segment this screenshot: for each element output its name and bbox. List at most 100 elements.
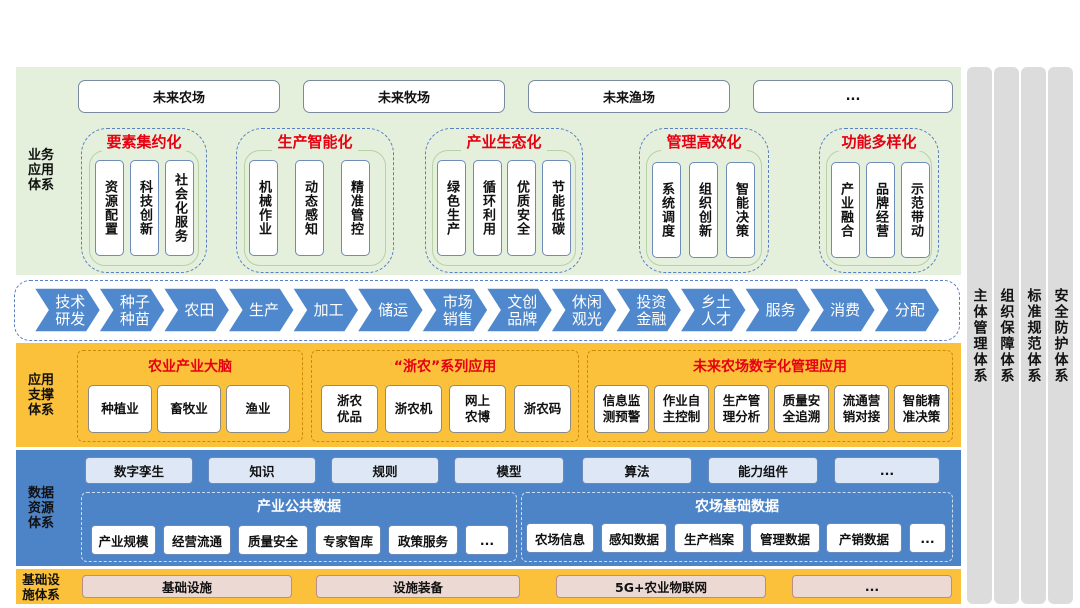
value-chain-step	[549, 287, 619, 333]
support-item: 渔业	[226, 385, 290, 433]
side-column-security: 安全防护体系	[1048, 67, 1073, 604]
data-public-item: 政策服务	[388, 525, 458, 555]
support-item: 浙农 优品	[321, 385, 378, 433]
support-layer-label: 应用 支撑 体系	[27, 372, 54, 418]
data-farm-item: 感知数据	[601, 523, 667, 553]
business-group-title: 生产智能化	[272, 131, 358, 151]
infra-layer-label: 基础设 施体系	[22, 572, 60, 602]
support-group-title: 农业产业大脑	[148, 359, 232, 375]
business-item: 精准管控	[341, 160, 370, 256]
data-farm-item: 管理数据	[750, 523, 820, 553]
support-item: 浙农机	[385, 385, 442, 433]
business-group-factor-intensive	[81, 128, 207, 273]
infra-item: 5G+农业物联网	[556, 575, 766, 598]
data-group-farm	[521, 492, 953, 562]
business-item: 循环利用	[473, 160, 502, 256]
data-top-item: 规则	[331, 457, 439, 484]
business-group-title: 管理高效化	[661, 131, 747, 151]
value-chain-label: 生产	[249, 301, 279, 319]
business-group-production-intelligent	[236, 128, 394, 273]
infra-item: 基础设施	[82, 575, 292, 598]
side-column-standards: 标准规范体系	[1021, 67, 1046, 604]
data-group-public	[81, 492, 517, 562]
value-chain-label: 加工	[314, 301, 344, 319]
business-group-title: 功能多样化	[836, 131, 922, 151]
support-item: 作业自 主控制	[654, 385, 709, 433]
business-item: 品牌经营	[866, 162, 895, 258]
data-top-item: 数字孪生	[85, 457, 193, 484]
side-column-entity-management: 主体管理体系	[967, 67, 992, 604]
data-farm-item: 生产档案	[674, 523, 744, 553]
data-top-item: 知识	[208, 457, 316, 484]
value-chain-step	[355, 287, 425, 333]
support-group-agri-brain	[77, 350, 303, 442]
value-chain-label: 农田	[184, 301, 214, 319]
side-column-organization-guarantee: 组织保障体系	[994, 67, 1019, 604]
business-item: 系统调度	[652, 162, 681, 258]
data-farm-item: ...	[909, 523, 946, 553]
value-chain-label: 储运	[378, 301, 408, 319]
value-chain-label: 乡土人才	[701, 293, 731, 328]
data-layer-label: 数据 资源 体系	[27, 485, 54, 531]
support-group-zhenong-apps	[311, 350, 579, 442]
business-group-management-efficient	[639, 128, 769, 273]
business-item: 组织创新	[689, 162, 718, 258]
support-item: 畜牧业	[157, 385, 221, 433]
value-chain-step	[97, 287, 167, 333]
support-item: 流通营 销对接	[834, 385, 889, 433]
business-item: 科技创新	[130, 160, 159, 256]
data-public-item: 专家智库	[315, 525, 381, 555]
support-item: 种植业	[88, 385, 152, 433]
business-item: 社会化服务	[165, 160, 194, 256]
business-group-function-diverse	[819, 128, 939, 273]
value-chain-label: 投资金融	[636, 293, 666, 328]
business-item: 示范带动	[901, 162, 930, 258]
value-chain: 技术研发种子种苗农田生产加工储运市场销售文创品牌休闲观光投资金融乡土人才服务消费…	[32, 287, 941, 333]
value-chain-label: 消费	[830, 301, 860, 319]
business-group-industry-ecological	[425, 128, 583, 273]
data-public-item: ...	[465, 525, 509, 555]
business-item: 动态感知	[295, 160, 324, 256]
support-item: 信息监 测预警	[594, 385, 649, 433]
value-chain-step	[613, 287, 683, 333]
value-chain-label: 服务	[766, 301, 796, 319]
business-group-title: 要素集约化	[101, 131, 187, 151]
support-group-title: 未来农场数字化管理应用	[693, 359, 847, 375]
infra-item: 设施装备	[316, 575, 520, 598]
farm-box-future-fishery: 未来渔场	[528, 80, 730, 113]
farm-box-future-ranch: 未来牧场	[303, 80, 505, 113]
value-chain-label: 休闲观光	[572, 293, 602, 328]
infra-item: ...	[792, 575, 952, 598]
value-chain-label: 市场销售	[443, 293, 473, 328]
value-chain-step	[484, 287, 554, 333]
support-item: 生产管 理分析	[714, 385, 769, 433]
data-public-item: 质量安全	[238, 525, 308, 555]
data-group-title: 产业公共数据	[257, 499, 341, 515]
data-top-item: 模型	[454, 457, 564, 484]
business-item: 节能低碳	[542, 160, 571, 256]
value-chain-step	[226, 287, 296, 333]
data-farm-item: 农场信息	[526, 523, 594, 553]
farm-box-more: ...	[753, 80, 953, 113]
value-chain-step	[807, 287, 877, 333]
data-farm-item: 产销数据	[826, 523, 902, 553]
data-top-item: 算法	[582, 457, 692, 484]
business-item: 智能决策	[726, 162, 755, 258]
data-top-item: 能力组件	[708, 457, 818, 484]
business-item: 机械作业	[249, 160, 278, 256]
value-chain-step	[872, 287, 941, 333]
value-chain-step	[678, 287, 748, 333]
farm-box-future-farm: 未来农场	[78, 80, 280, 113]
business-group-title: 产业生态化	[461, 131, 547, 151]
support-item: 网上 农博	[449, 385, 506, 433]
business-item: 资源配置	[95, 160, 124, 256]
data-group-title: 农场基础数据	[695, 499, 779, 515]
value-chain-frame	[14, 280, 960, 341]
support-item: 智能精 准决策	[894, 385, 949, 433]
support-group-title: “浙农”系列应用	[393, 359, 497, 375]
data-public-item: 产业规模	[91, 525, 156, 555]
support-item: 浙农码	[514, 385, 571, 433]
support-group-future-farm-management	[587, 350, 953, 442]
value-chain-label: 分配	[895, 301, 925, 319]
business-item: 产业融合	[831, 162, 860, 258]
